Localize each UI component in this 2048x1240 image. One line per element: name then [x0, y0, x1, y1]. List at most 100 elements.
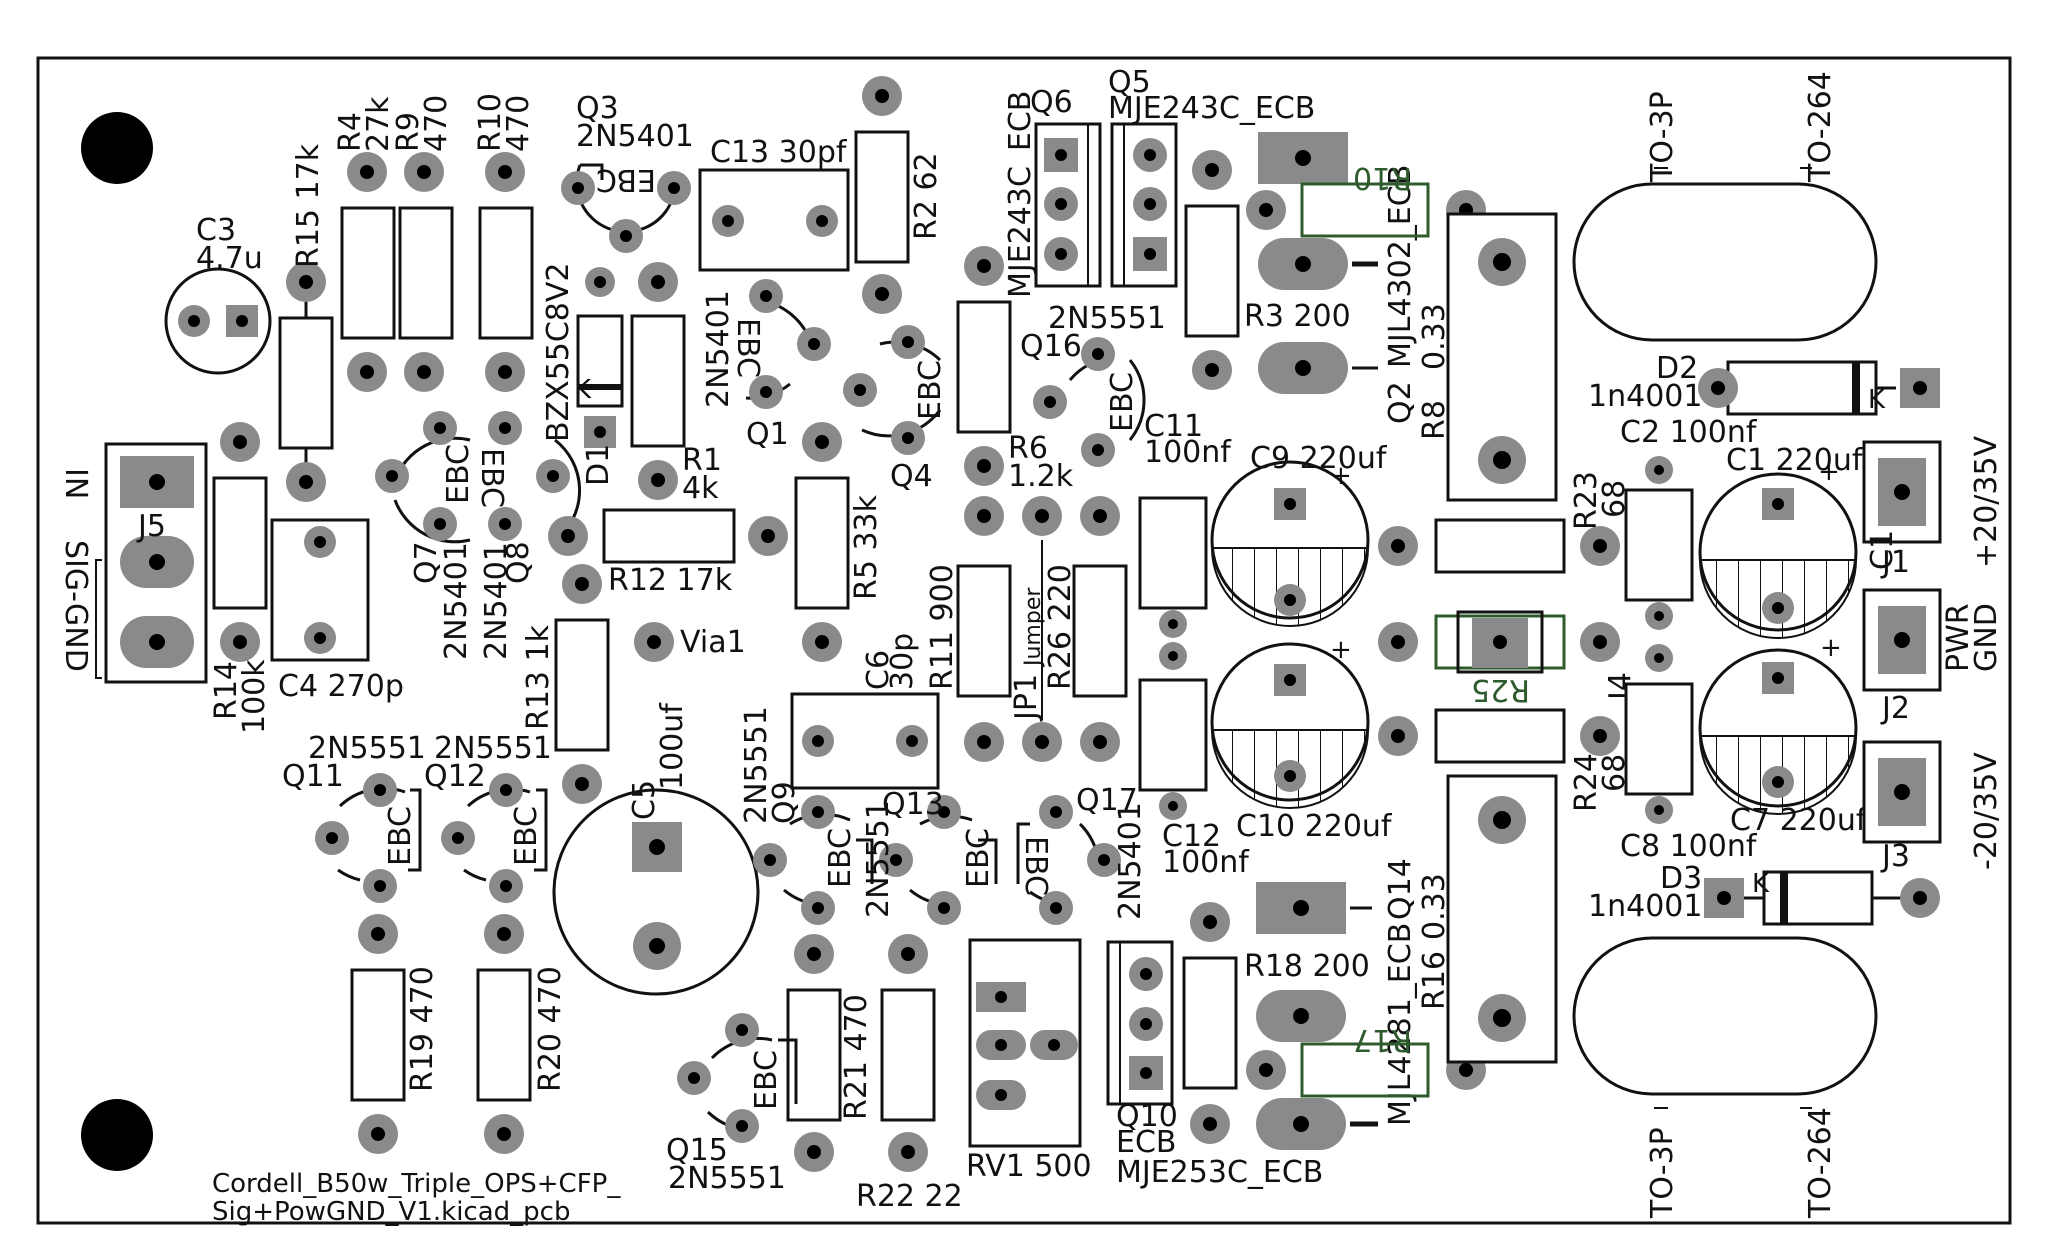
q10-pins: ECB	[1116, 1125, 1176, 1160]
r24-label: R24	[1569, 753, 1604, 812]
q14-transistor	[1256, 882, 1378, 1150]
r10b-value: 470	[501, 95, 536, 152]
to264-top-label: TO-264	[1803, 71, 1838, 183]
q13-label: Q13	[882, 787, 944, 822]
q3-pins: EBC	[596, 162, 656, 197]
to3p-bottom-label: TO-3P	[1645, 1127, 1680, 1219]
r18-label: R18 200	[1244, 949, 1370, 984]
c2-capacitor	[1624, 456, 1694, 630]
jumper-label: Jumper	[1021, 587, 1046, 668]
q9-transistor	[753, 795, 874, 925]
c11-label: C11	[1144, 409, 1203, 444]
r14-label: R14	[209, 661, 244, 720]
r6-resistor	[956, 246, 1012, 486]
c11-value: 100nf	[1144, 435, 1232, 470]
q14-part: MJL4281_ECB	[1383, 923, 1418, 1126]
board-filename-line2: Sig+PowGND_V1.kicad_pcb	[212, 1197, 570, 1227]
q11-transistor	[315, 773, 422, 903]
svg-text:+: +	[1820, 633, 1842, 663]
q13-part: 2N5551	[861, 800, 896, 918]
q14-label: Q14	[1383, 858, 1418, 920]
q6-label: Q6	[1030, 85, 1073, 120]
q8-transistor	[488, 411, 582, 542]
r11-label: R11 900	[925, 564, 960, 690]
c13-capacitor	[698, 168, 850, 272]
d1-diode	[576, 267, 624, 448]
q7-part: 2N5401	[439, 542, 474, 660]
r16-resistor	[1446, 774, 1558, 1064]
r26-resistor	[1072, 496, 1128, 762]
c8-label: C8 100nf	[1620, 829, 1758, 864]
r10-label: R10	[1353, 160, 1412, 195]
j5-label: J5	[136, 509, 166, 544]
r2-label: R2 62	[909, 152, 944, 240]
q2-label: Q2	[1383, 381, 1418, 424]
r1-resistor	[630, 262, 686, 500]
q15-label: Q15	[666, 1133, 728, 1168]
j3-label: J3	[1880, 839, 1910, 874]
c3-capacitor	[164, 267, 272, 375]
c11-capacitor	[1138, 496, 1208, 638]
q8-part: 2N5401	[479, 542, 514, 660]
q2-transistor	[1258, 132, 1378, 394]
q5-label: Q5	[1108, 65, 1151, 100]
r14-resistor	[212, 422, 268, 662]
r19-label: R19 470	[405, 966, 440, 1092]
r8-value: 0.33	[1417, 303, 1452, 370]
q3-transistor	[561, 163, 691, 253]
q17-part: 2N5401	[1113, 802, 1148, 920]
d3-label: D3	[1660, 861, 1702, 896]
r6-value: 1.2k	[1008, 459, 1074, 494]
j2-label: J2	[1880, 691, 1910, 726]
q10-part: MJE253C_ECB	[1116, 1155, 1323, 1190]
q1-label: Q1	[746, 417, 789, 452]
q16-part: 2N5551	[1048, 301, 1166, 336]
q11-label: Q11	[282, 759, 344, 794]
jp1-jumper	[1022, 496, 1062, 762]
r20-resistor	[476, 914, 532, 1154]
d3-diode	[1704, 870, 1940, 926]
q4-transistor	[843, 325, 942, 455]
c7-capacitor: +	[1698, 633, 1858, 815]
c6-value: 30p	[885, 633, 920, 690]
q9-pins: EBC	[823, 828, 858, 888]
c5-value: 100uf	[655, 702, 690, 790]
q6-part: MJE243C_ECB	[1003, 91, 1038, 298]
r23-label: R23	[1569, 471, 1604, 530]
r2-resistor	[854, 76, 910, 314]
r5-resistor	[794, 422, 850, 662]
r1-label: R1	[682, 443, 722, 478]
q11-pins: EBC	[383, 806, 418, 866]
j1-connector	[1862, 440, 1942, 544]
c6-capacitor	[790, 692, 940, 790]
q9-label: Q9	[767, 781, 802, 824]
q15-part: 2N5551	[668, 1161, 786, 1196]
r19-resistor	[350, 914, 406, 1154]
c4-label: C4 270p	[278, 669, 404, 704]
svg-text:+: +	[1818, 457, 1840, 487]
pwr-gnd2-label: GND	[1969, 603, 2004, 672]
r1-value: 4k	[682, 471, 719, 506]
r4-r9-resistors	[340, 152, 454, 392]
q3-part: 2N5401	[576, 119, 694, 154]
board-outline	[36, 56, 2012, 1225]
mounting-hole	[81, 1099, 153, 1171]
d2-label: D2	[1656, 351, 1698, 386]
c13-label: C13 30pf	[710, 135, 848, 170]
q17-label: Q17	[1076, 783, 1138, 818]
c5-capacitor	[552, 788, 760, 996]
q12-pins: EBC	[509, 806, 544, 866]
r14-value: 100k	[237, 659, 272, 734]
q7-label: Q7	[409, 541, 444, 584]
d2-part: 1n4001	[1588, 379, 1702, 414]
r4-value: 27k	[361, 96, 396, 152]
q17-pins: EBC	[1018, 836, 1053, 896]
q13-transistor	[879, 795, 998, 925]
r10b-label: R10	[473, 93, 508, 152]
q1-pins: EBC	[730, 318, 765, 378]
pwr-gnd-label: PWR	[1941, 603, 1976, 672]
c10-label: C10 220uf	[1236, 809, 1393, 844]
r21-label: R21 470	[839, 994, 874, 1120]
c1-label: C1 220uf	[1726, 443, 1864, 478]
q8-pins: EBC	[474, 448, 509, 508]
